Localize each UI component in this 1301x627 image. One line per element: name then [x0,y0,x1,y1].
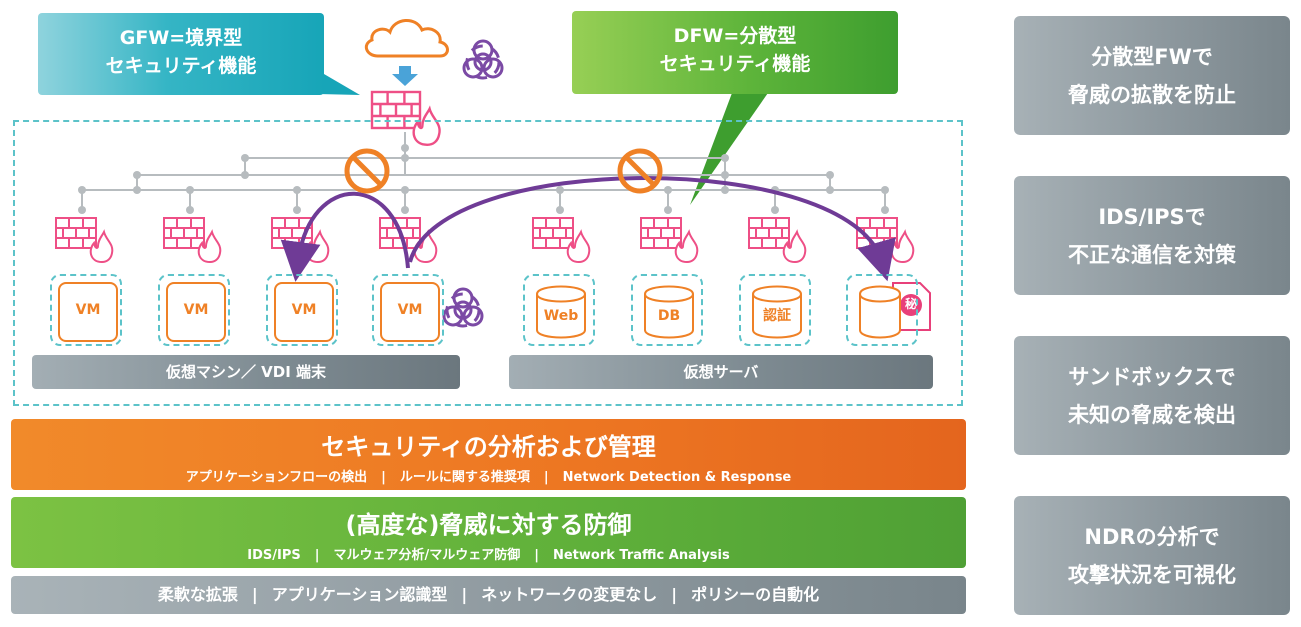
database-icon [752,285,802,339]
gfw-callout-line2: セキュリティ機能 [105,55,257,77]
down-arrow-icon [392,66,418,86]
host-vm-1: VM [50,274,122,346]
feature-item: アプリケーション認識型 [271,585,448,604]
separator: | [314,548,320,563]
side-panel-line2: 脅威の拡散を防止 [1068,82,1236,107]
host-vm-2: VM [158,274,230,346]
group-virtual-servers: 仮想サーバ [509,355,933,389]
side-panel-line2: 攻撃状況を可視化 [1068,562,1236,587]
side-panel-line2: 未知の脅威を検出 [1068,402,1236,427]
defense-item: マルウェア分析/マルウェア防御 [333,548,521,563]
features-band: 柔軟な拡張 | アプリケーション認識型 | ネットワークの変更なし | ポリシーの自動化 [11,576,966,614]
cloud-icon [364,19,449,58]
analysis-band: セキュリティの分析および管理 アプリケーションフローの検出 | ルールに関する推奨項… [11,419,966,490]
side-panel-line1: サンドボックスで [1068,364,1236,389]
vm-label: VM [380,282,440,342]
blocked-attack-path-left [280,191,410,282]
side-panel-line2: 不正な通信を対策 [1068,242,1236,267]
feature-item: 柔軟な拡張 [157,585,238,604]
host-web-server: Web [523,274,595,346]
host-auth-server: 認証 [739,274,811,346]
separator: | [251,585,258,604]
separator: | [534,548,539,563]
side-panel-line1: NDRの分析で [1084,524,1220,549]
secret-badge: 秘 [904,297,917,311]
db-label: DB [657,308,681,324]
database-icon [859,285,901,339]
separator: | [381,470,386,485]
gfw-callout: GFW=境界型 セキュリティ機能 [38,13,324,95]
analysis-item: アプリケーションフローの検出 [185,470,368,485]
virtual-environment-zone [13,120,963,406]
side-panel-sandbox: サンドボックスで 未知の脅威を検出 [1014,336,1290,455]
dfw-callout-line1: DFW=分散型 [673,25,797,47]
defense-item: Network Traffic Analysis [552,548,730,563]
side-panel-ids-ips: IDS/IPSで 不正な通信を対策 [1014,176,1290,295]
feature-item: ポリシーの自動化 [691,585,820,604]
defense-title: (高度な)脅威に対する防御 [345,511,632,539]
database-icon [644,285,694,339]
group-virtual-desktops: 仮想マシン／ VDI 端末 [32,355,460,389]
gfw-callout-line1: GFW=境界型 [119,27,243,49]
host-db-server: DB [631,274,703,346]
analysis-item: Network Detection & Response [562,470,792,485]
defense-items: IDS/IPS | マルウェア分析/マルウェア防御 | Network Traffic … [11,544,966,563]
separator: | [543,470,549,485]
analysis-title: セキュリティの分析および管理 [321,433,656,461]
dfw-callout: DFW=分散型 セキュリティ機能 [572,11,898,94]
analysis-items: アプリケーションフローの検出 | ルールに関する推奨項 | Network Detect… [11,466,966,485]
feature-item: ネットワークの変更なし [481,585,658,604]
auth-label: 認証 [763,308,791,324]
defense-item: IDS/IPS [247,548,301,563]
vm-label: VM [274,282,334,342]
database-icon [536,285,586,339]
prohibited-icon [344,148,390,194]
analysis-item: ルールに関する推奨項 [399,470,530,485]
side-panel-line1: IDS/IPSで [1098,204,1206,229]
vm-label: VM [166,282,226,342]
web-label: Web [543,308,579,324]
side-panel-distributed-fw: 分散型FWで 脅威の拡散を防止 [1014,16,1290,135]
biohazard-icon [462,39,504,80]
separator: | [461,585,468,604]
vm-label: VM [58,282,118,342]
prohibited-icon [617,148,663,194]
side-panel-ndr: NDRの分析で 攻撃状況を可視化 [1014,496,1290,615]
host-secret-server [846,274,918,346]
defense-band: (高度な)脅威に対する防御 IDS/IPS | マルウェア分析/マルウェア防御 | Ne… [11,497,966,568]
dfw-callout-line2: セキュリティ機能 [659,53,811,75]
host-vm-infected: VM [372,274,444,346]
side-panel-line1: 分散型FWで [1091,44,1213,69]
separator: | [671,585,678,604]
network-nodes [78,144,889,214]
host-vm-3: VM [266,274,338,346]
